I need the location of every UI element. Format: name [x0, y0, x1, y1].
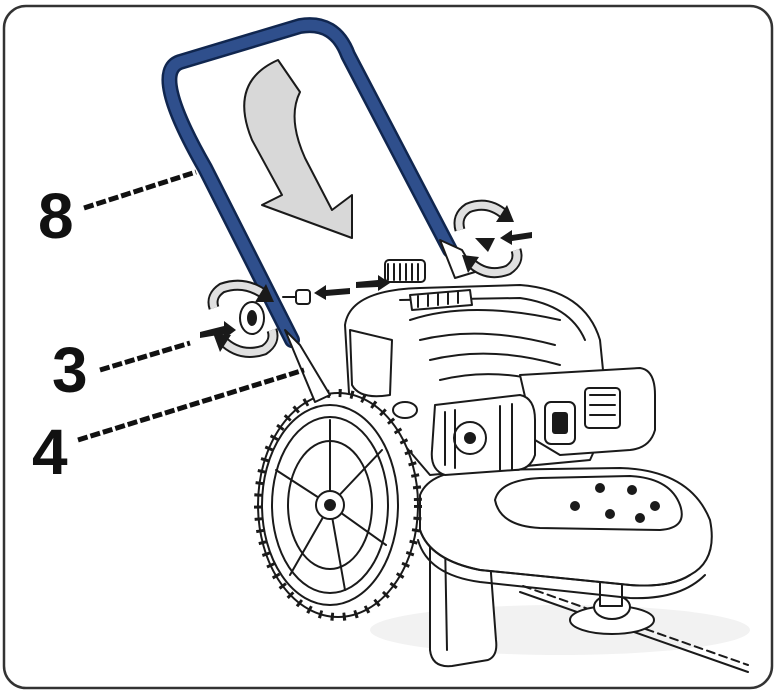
leader-lines	[77, 169, 305, 443]
callout-4: 4	[32, 416, 68, 488]
ground-shadow	[370, 605, 750, 655]
direction-arrows	[200, 230, 532, 339]
callout-8: 8	[38, 180, 74, 252]
bolt	[282, 289, 311, 305]
rotation-arrows-right	[453, 199, 523, 279]
trimmer-head	[569, 566, 655, 635]
rotation-arrows-left	[207, 279, 279, 358]
cutting-deck	[417, 467, 713, 600]
wheel	[254, 389, 422, 621]
engine	[344, 259, 656, 476]
handle-bar	[161, 17, 476, 403]
fold-arrow	[243, 59, 353, 239]
callout-3: 3	[52, 334, 88, 406]
